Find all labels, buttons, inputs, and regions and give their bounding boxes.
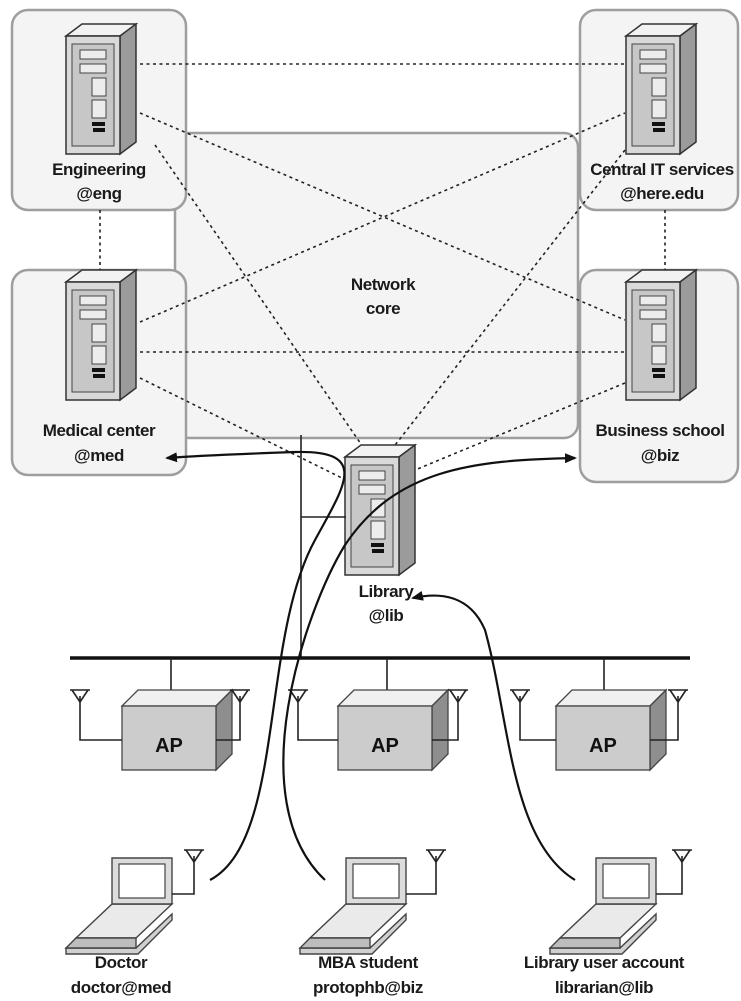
access-point-1: AP — [69, 689, 251, 771]
central-it-server-icon — [625, 23, 697, 155]
client-account-doctor: doctor@med — [71, 978, 171, 997]
library-domain: @lib — [369, 606, 404, 625]
link-biz-lib — [414, 382, 626, 471]
ap-label: AP — [589, 735, 617, 757]
ap-box-icon — [121, 689, 233, 771]
link-med-lib — [139, 377, 351, 483]
librarian-auth-path — [411, 590, 576, 881]
link-it-lib — [384, 149, 626, 459]
medical-server-icon — [65, 269, 137, 401]
laptop-library-user — [549, 849, 693, 955]
central-it-domain: @here.edu — [620, 184, 704, 203]
client-role-mba-student: MBA student — [318, 953, 419, 972]
client-account-library-user: librarian@lib — [555, 978, 653, 997]
engineering-domain: @eng — [76, 184, 121, 203]
client-role-library-user: Library user account — [524, 953, 685, 972]
ap-label: AP — [371, 735, 399, 757]
engineering-label: Engineering — [52, 160, 146, 179]
access-point-2: AP — [287, 689, 469, 771]
medical-center-domain: @med — [74, 446, 124, 465]
antenna-icon — [667, 689, 689, 719]
antenna-icon — [183, 849, 205, 879]
engineering-server-icon — [65, 23, 137, 155]
business-server-icon — [625, 269, 697, 401]
client-role-doctor: Doctor — [95, 953, 148, 972]
laptop-mba-student — [299, 849, 447, 955]
antenna-icon — [447, 689, 469, 719]
antenna-icon — [69, 689, 91, 719]
business-school-label: Business school — [595, 421, 724, 440]
network-core-label-line2: core — [366, 299, 400, 318]
library-server-icon — [344, 444, 416, 576]
ap-label: AP — [155, 735, 183, 757]
ap-box-icon — [555, 689, 667, 771]
laptop-doctor — [65, 849, 205, 955]
ap-box-icon — [337, 689, 449, 771]
mesh-links — [99, 63, 666, 483]
network-core-label: Network — [351, 275, 416, 294]
mba-auth-path — [282, 453, 577, 881]
antenna-icon — [425, 849, 447, 879]
client-account-mba-student: protophb@biz — [313, 978, 423, 997]
laptop-icon — [65, 857, 173, 955]
antenna-icon — [671, 849, 693, 879]
antenna-icon — [229, 689, 251, 719]
library-label: Library — [359, 582, 415, 601]
access-point-3: AP — [509, 689, 689, 771]
laptop-icon — [299, 857, 407, 955]
link-eng-lib — [154, 144, 373, 461]
central-it-label: Central IT services — [590, 160, 734, 179]
doctor-auth-path — [165, 450, 346, 881]
business-school-domain: @biz — [641, 446, 680, 465]
antenna-icon — [509, 689, 531, 719]
medical-center-label: Medical center — [43, 421, 156, 440]
